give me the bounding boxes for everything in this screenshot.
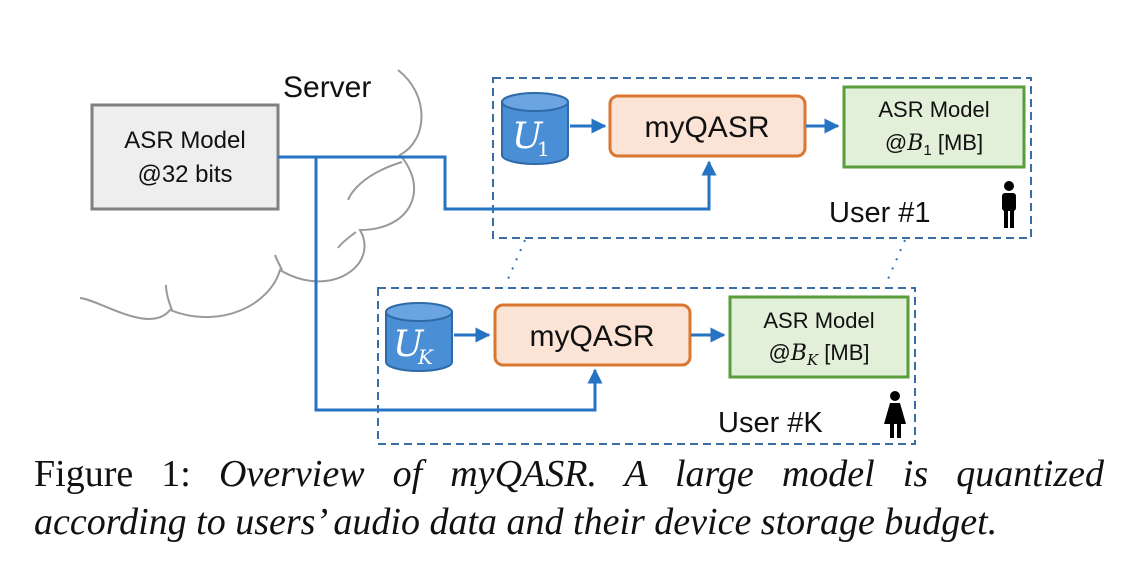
- user-1-database: U 1: [501, 92, 569, 165]
- figure-caption: Figure 1: Overview of myQASR. A large mo…: [34, 450, 1104, 546]
- caption-line-1-text: Overview of myQASR. A large model is qua…: [218, 453, 1105, 495]
- user-k-box: [377, 287, 916, 445]
- server-to-user-1-arrow: [278, 155, 717, 211]
- user-k-myqasr-label: myQASR: [529, 320, 654, 353]
- user-k-model-box: [728, 295, 910, 379]
- caption-line-2: according to users’ audio data and their…: [34, 501, 998, 543]
- user-1-data-symbol: U: [512, 116, 544, 157]
- server-cloud: [79, 69, 423, 320]
- caption-prefix: Figure 1:: [34, 453, 191, 495]
- server-model-bits: @32 bits: [137, 161, 232, 188]
- user-1-data-sub: 1: [537, 137, 550, 161]
- female-person-icon: [884, 391, 906, 438]
- ellipsis-connector-left: [504, 239, 526, 287]
- user-k-model-name: ASR Model: [763, 308, 874, 333]
- ellipsis-connector-right: [884, 239, 906, 287]
- server-model-box: [90, 103, 280, 211]
- server-label: Server: [283, 71, 371, 104]
- user-1-myqasr-box: [608, 94, 807, 158]
- caption-line-1: Figure 1: Overview of myQASR. A large mo…: [34, 450, 1104, 498]
- user-k-label: User #K: [718, 407, 823, 439]
- user-k-database: U K: [385, 302, 453, 372]
- user-1-myqasr-label: myQASR: [644, 111, 769, 144]
- diagram-canvas: Server ASR Model @32 bits U 1 myQASR ASR…: [79, 69, 1032, 445]
- user-k-model-budget: @BK [MB]: [768, 340, 869, 369]
- male-person-icon: [1002, 181, 1016, 228]
- server-to-user-k-arrow: [314, 157, 603, 412]
- user-1-model-box: [842, 85, 1026, 169]
- user-k-data-symbol: U: [393, 324, 425, 365]
- user-k-data-sub: K: [417, 345, 434, 369]
- user-1-box: [492, 77, 1032, 239]
- user-1-model-budget: @B1 [MB]: [885, 130, 983, 159]
- user-1-model-name: ASR Model: [878, 97, 989, 122]
- server-model-name: ASR Model: [124, 127, 245, 154]
- user-k-myqasr-box: [493, 303, 692, 367]
- user-1-label: User #1: [829, 197, 931, 229]
